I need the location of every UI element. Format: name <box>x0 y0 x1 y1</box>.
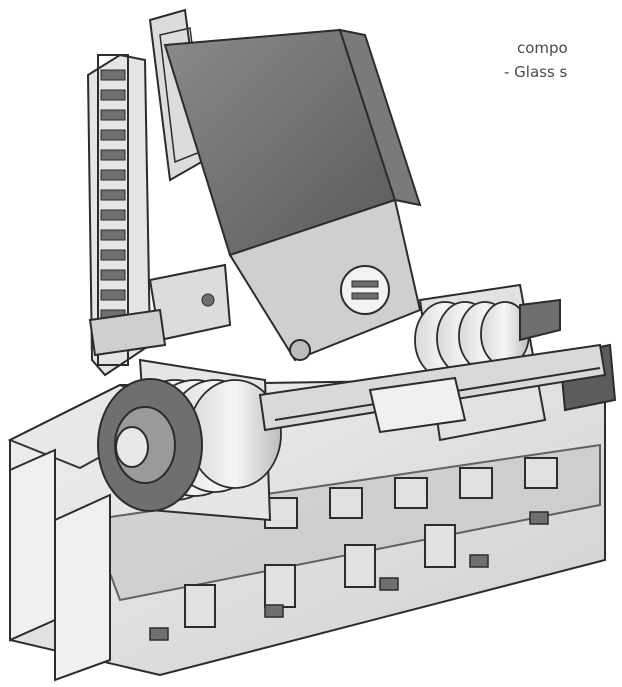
text-line-2: - Glass s <box>504 63 568 81</box>
right-edge-text-snippet: compo - Glass s <box>504 36 622 84</box>
upper-head-housing <box>163 28 422 362</box>
carriage-and-rails <box>258 343 607 434</box>
text-line-1: compo <box>517 39 568 57</box>
headstock-left <box>97 358 282 522</box>
left-tooling-assembly <box>88 263 232 357</box>
